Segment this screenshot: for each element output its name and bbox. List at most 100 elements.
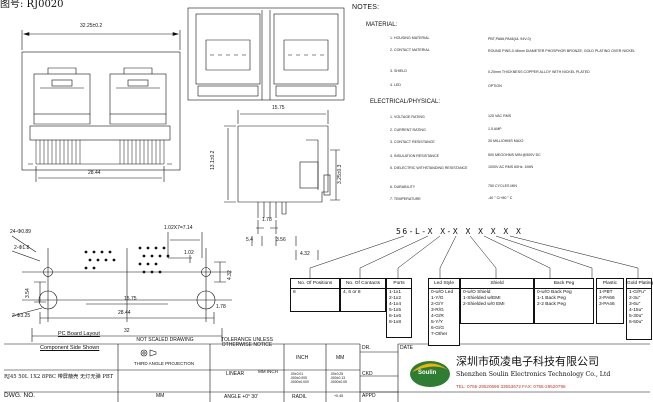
radil-tolerance: +0.45 [334, 394, 344, 398]
code-box-title: Back Peg [553, 281, 575, 286]
electrical-value: 1000V AC RMS 60Hz. 1MIN [488, 165, 534, 169]
code-box-option: 4, 6 or 8 [343, 290, 361, 295]
electrical-label: 5. DIELECTRIC WITHSTANDING RESISTANCE [390, 166, 468, 170]
electrical-value: 750 CYCLES MIN [488, 184, 517, 188]
code-box-divider [627, 288, 651, 289]
dim-pcb-4: 3.54 [25, 288, 31, 298]
code-box-option: 5-1x5 [389, 308, 401, 313]
electrical-heading: ELECTRICAL/PHYSICAL: [370, 99, 441, 105]
code-box-divider [429, 288, 459, 289]
dr-label: DR. [362, 345, 371, 351]
projection-label: THIRD ANGLE PROJECTION [133, 361, 195, 366]
code-box-title: Ports [393, 281, 405, 286]
model-label: 图号: RJ0020 [0, 0, 64, 10]
inch-label: INCH [296, 355, 309, 361]
dim-pcb-hole-small: 2-Φ1.8 [14, 245, 30, 251]
front-port-right [109, 73, 167, 115]
dim-side-d: 4.32 [300, 251, 310, 257]
code-box-option: 2-G/Y [431, 302, 444, 307]
tolerance-label: TOLERANCE UNLESS OTHERWISE NOTICE [221, 337, 273, 348]
dim-pcb-pitch: 1.02X7=7.14 [164, 225, 193, 231]
code-box-option: 1-Shielded w/EMI [463, 296, 501, 301]
component-side-label: Component Side Shown [40, 345, 100, 351]
code-box-divider [387, 288, 411, 289]
mm-unit-label: MM [156, 393, 165, 399]
electrical-label: 6. DURABILITY [390, 185, 416, 189]
material-value: ROUND PINS-0.46mm DIAMETER PHOSPHOR BRON… [488, 49, 636, 53]
code-box-title: Plastic [602, 281, 618, 286]
electrical-value: 1.5 AMP [488, 127, 502, 131]
company-contact: TEL: 0755-29520696 33553672 FAX: 0755-29… [456, 384, 566, 389]
linear-label: LINEAR [226, 371, 245, 377]
material-label: 4. LED [390, 83, 401, 87]
electrical-value: 500 MEGOHMS MIN @500V DC [488, 153, 541, 157]
radil-label: RADIL [292, 394, 307, 400]
dwg-no-label: DWG. NO. [4, 392, 36, 399]
code-box-divider [535, 288, 593, 289]
dim-side-pin: 3.25±0.3 [337, 164, 343, 184]
electrical-label: 7. TEMPERATURE [390, 197, 421, 201]
dim-pcb-1: 1.02 [184, 250, 194, 256]
code-box-option: 4-1x4 [389, 302, 401, 307]
not-scaled-label: NOT SCALED DRAWING [136, 337, 194, 343]
dim-pcb-7: 32 [124, 328, 130, 334]
code-leaders [309, 235, 639, 278]
ckd-label: CKD [362, 371, 373, 377]
mm-inch-label: MM INCH [258, 369, 278, 374]
electrical-label: 1. VOLTAGE RATING [390, 115, 425, 119]
code-box-divider [341, 288, 385, 289]
code-box-option: 0-w/O Shield [463, 290, 491, 295]
code-box-option: 1-G/Fu" [629, 290, 646, 295]
electrical-label: 3. CONTACT RESISTANCE [390, 140, 435, 144]
electrical-value: 125 VAC RMS [488, 114, 512, 118]
dim-front-width: 32.25±0.2 [80, 23, 103, 29]
side-top-dim [237, 110, 329, 124]
electrical-value: 30 MILLIOHMS MAX2 [488, 139, 524, 143]
pcb-layout [11, 232, 232, 342]
dim-side-b: 5.4 [246, 237, 253, 243]
code-box-option: 2-2 Back Peg [537, 302, 566, 307]
dim-pcb-6: 28.44 [118, 310, 131, 316]
dim-side-a: 1.78 [262, 217, 272, 223]
soulin-logo-mark [410, 361, 450, 387]
material-label: 3. SHIELD [390, 69, 407, 73]
code-box-option: 6-1x6 [389, 314, 401, 319]
code-box-option: 2-3u" [629, 296, 641, 301]
code-box-option: 7-Other [431, 332, 448, 337]
code-box-divider [597, 288, 623, 289]
code-box-option: 1-Y/G [431, 296, 444, 301]
code-box-option: 4-15u" [629, 308, 643, 313]
material-value: OPTION [488, 84, 502, 88]
electrical-label: 4. INSULATION RESISTANCE [390, 154, 439, 158]
code-box-option: 1-PBT [599, 290, 613, 295]
front-view-outline [21, 51, 181, 171]
top-view-outline [187, 7, 345, 101]
code-box-option: 8 [293, 290, 296, 295]
inch-tolerance: .00±0.01 .000±0.005 .0000±0.000 [290, 372, 309, 384]
front-port-left [33, 73, 91, 115]
code-box-option: 3-PA46 [599, 302, 615, 307]
code-box-title: Shield [490, 281, 504, 286]
mm-tolerance: .00±0.25 .000±0.13 .0000±0.05 [330, 372, 347, 384]
appd-label: APPD [362, 393, 376, 399]
code-box-option: 4-G/R [431, 314, 444, 319]
electrical-label: 2. CURRENT RATING [390, 128, 426, 132]
company-logo-text: Soulin [418, 370, 437, 376]
part-code: 56-L-X X-X X X X X X [396, 227, 523, 236]
dim-pcb-pin: 24-Φ0.89 [10, 229, 31, 235]
pcb-title: PC Board Layout [58, 331, 100, 337]
code-box-option: 1-1 Back Peg [537, 296, 566, 301]
code-box-option: 3-R/G [431, 308, 444, 313]
code-box-option: 5-30u" [629, 314, 643, 319]
dim-side-top: 15.75 [272, 105, 285, 111]
company-name-en: Shenzhen Soulin Electronics Technology C… [456, 371, 611, 378]
